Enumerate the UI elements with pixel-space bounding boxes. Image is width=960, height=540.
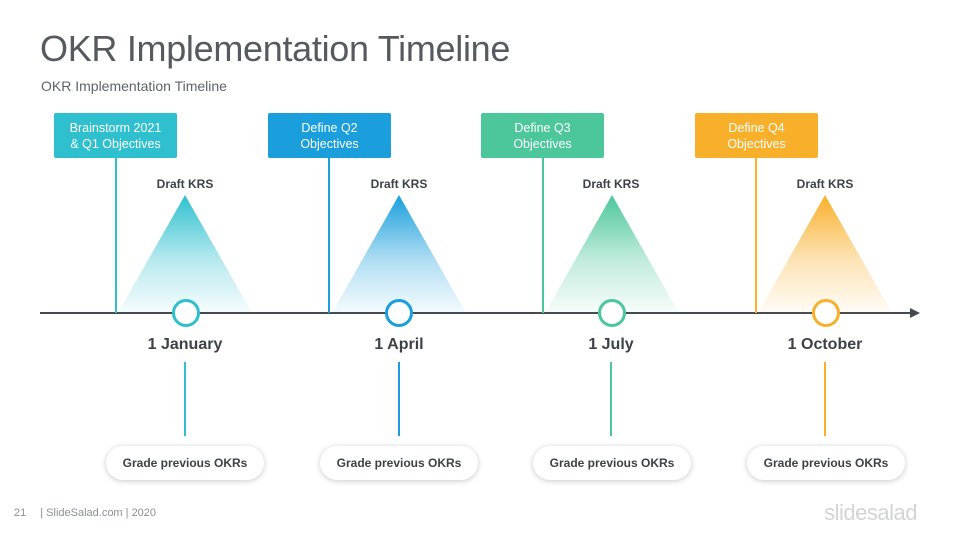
- quarter-4-stem-line: [824, 362, 826, 436]
- quarter-4-date: 1 October: [787, 336, 863, 353]
- quarter-1-triangle: [118, 195, 252, 313]
- quarter-3-milestone-marker: [598, 299, 626, 327]
- slide-footer: 21 | SlideSalad.com | 2020: [14, 507, 156, 519]
- quarter-3-draft-label: Draft KRS: [582, 177, 640, 191]
- quarter-1-date: 1 January: [147, 336, 223, 353]
- quarter-4-milestone-marker: [812, 299, 840, 327]
- quarter-1-stem-line: [184, 362, 186, 436]
- quarter-4-triangle: [758, 195, 892, 313]
- quarter-1-draft-label: Draft KRS: [156, 177, 214, 191]
- quarter-2-milestone-marker: [385, 299, 413, 327]
- quarter-4-label-box: Define Q4 Objectives: [695, 113, 818, 158]
- quarter-3-label-box: Define Q3 Objectives: [481, 113, 604, 158]
- quarter-4-draft-label: Draft KRS: [796, 177, 854, 191]
- quarter-2-grade-pill: Grade previous OKRs: [320, 446, 478, 480]
- quarter-2-triangle: [332, 195, 466, 313]
- quarter-2-draft-label: Draft KRS: [370, 177, 428, 191]
- quarter-1-label-box: Brainstorm 2021 & Q1 Objectives: [54, 113, 177, 158]
- quarter-2-date: 1 April: [374, 336, 424, 353]
- quarter-2-label-box: Define Q2 Objectives: [268, 113, 391, 158]
- quarter-3-stem-line: [610, 362, 612, 436]
- timeline-axis: [40, 312, 912, 314]
- quarter-3-triangle: [545, 195, 679, 313]
- timeline-arrow-icon: [910, 308, 920, 318]
- quarter-2-connector-line: [328, 158, 330, 313]
- page-number: 21: [14, 507, 27, 519]
- quarter-2-stem-line: [398, 362, 400, 436]
- quarter-1-milestone-marker: [172, 299, 200, 327]
- page-title: OKR Implementation Timeline: [40, 28, 511, 69]
- quarter-3-connector-line: [542, 158, 544, 313]
- brand-logo: slidesalad: [824, 500, 917, 525]
- quarter-4-grade-pill: Grade previous OKRs: [747, 446, 905, 480]
- quarter-1-grade-pill: Grade previous OKRs: [106, 446, 264, 480]
- quarter-3-date: 1 July: [588, 336, 634, 353]
- footer-source: | SlideSalad.com | 2020: [40, 507, 157, 519]
- quarter-1-connector-line: [115, 158, 117, 313]
- quarter-4-connector-line: [755, 158, 757, 313]
- page-subtitle: OKR Implementation Timeline: [41, 78, 227, 94]
- quarter-3-grade-pill: Grade previous OKRs: [533, 446, 691, 480]
